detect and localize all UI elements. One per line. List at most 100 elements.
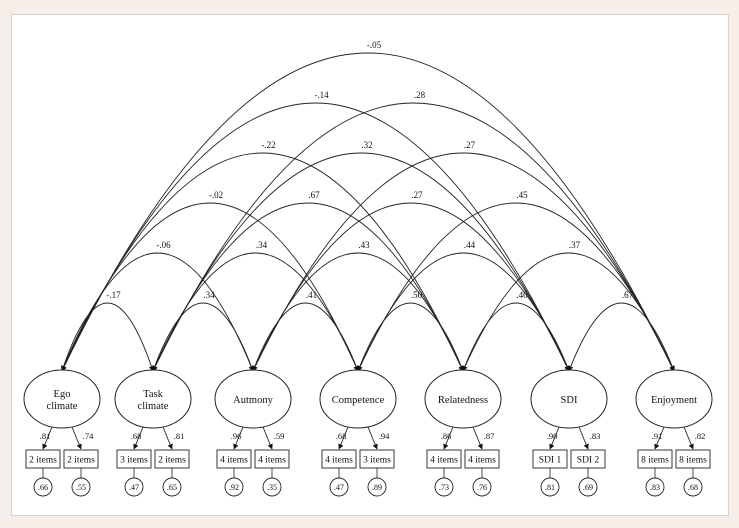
correlation-arc [252,202,570,372]
indicator-label: 2 items [29,456,57,466]
loading-arrow [262,426,273,450]
latent-factor-ellipse [635,369,713,429]
correlation-value: .32 [361,140,372,150]
correlation-value: .67 [308,190,320,200]
correlation-task-competence: .34 [152,240,359,372]
error-circle [645,477,665,497]
correlation-autonomy-sdi: .27 [252,190,570,372]
correlation-value: .28 [414,90,426,100]
correlation-value: .50 [411,290,423,300]
factor-label: Ego [54,389,71,400]
error-circle [329,477,349,497]
correlation-value: .45 [516,190,528,200]
indicator-label: 3 items [363,456,391,466]
correlation-value: .27 [464,140,476,150]
correlation-value: .34 [256,240,268,250]
error-value: .89 [372,483,382,492]
correlation-arc [60,302,155,372]
error-value: .92 [229,483,239,492]
correlation-arc [152,302,254,372]
error-value: .55 [76,483,86,492]
indicator-label: 4 items [468,456,496,466]
indicator-enjoyment-2: .828 items.68 [675,426,711,497]
correlation-relatedness-sdi: .40 [462,290,570,372]
latent-factor-ellipse [424,369,502,429]
loading-arrow [338,426,349,450]
latent-factor-ellipse [214,369,292,429]
loading-arrow [133,426,144,450]
error-circle [33,477,53,497]
indicator-label: 4 items [220,456,248,466]
correlation-task-sdi: .32 [152,140,570,372]
error-circle [540,477,560,497]
indicator-relatedness-2: .874 items.76 [464,426,500,497]
error-value: .65 [167,483,177,492]
correlation-ego-relatedness: -.22 [61,140,464,372]
error-value: .73 [439,483,449,492]
loading-arrow [42,426,53,450]
error-circle [124,477,144,497]
error-value: .83 [650,483,660,492]
factor-label: Enjoyment [651,395,697,406]
correlation-value: -.06 [156,240,171,250]
correlation-arc [152,102,675,372]
correlation-arc [252,252,464,372]
loading-value: .83 [590,431,601,441]
error-circle [71,477,91,497]
error-circle [578,477,598,497]
indicator-relatedness-1: .864 items.73 [426,426,462,497]
correlation-task-autonomy: .34 [152,290,254,372]
correlation-sdi-enjoyment: .67 [568,290,675,372]
correlation-value: .43 [358,240,370,250]
correlation-arc [357,202,675,372]
indicator-label: 4 items [430,456,458,466]
indicator-label: 3 items [120,456,148,466]
diagram-panel: -.17-.06-.02-.22-.14-.05.34.34.67.32.28.… [11,14,729,516]
factor-label: Competence [332,395,385,406]
loading-value: .81 [40,431,51,441]
indicator-label: 2 items [67,456,95,466]
correlation-value: .27 [411,190,423,200]
loading-value: .68 [131,431,142,441]
loading-arrow [71,426,82,450]
indicator-autonomy-2: .594 items.35 [254,426,290,497]
correlation-arcs: -.17-.06-.02-.22-.14-.05.34.34.67.32.28.… [60,40,675,372]
error-circle [162,477,182,497]
correlation-arc [152,152,570,372]
loading-arrow [683,426,694,450]
correlation-ego-task: -.17 [60,290,155,372]
indicator-label: 8 items [679,456,707,466]
correlation-autonomy-relatedness: .43 [252,240,464,372]
correlation-competence-sdi: .44 [357,240,570,372]
correlation-arc [252,152,675,372]
error-value: .66 [38,483,48,492]
factor-enjoyment: Enjoyment.918 items.83.828 items.68 [635,369,713,497]
correlation-value: .37 [569,240,581,250]
correlation-arc [152,202,464,372]
error-circle [262,477,282,497]
correlation-arc [61,52,675,372]
loading-arrow [233,426,244,450]
indicator-task-2: .812 items.65 [154,426,190,497]
latent-factor-ellipse [114,369,192,429]
error-circle [472,477,492,497]
correlation-value: .44 [464,240,476,250]
indicator-ego-2: .742 items.55 [63,426,99,497]
correlation-arc [252,302,359,372]
loading-arrow [443,426,454,450]
error-value: .81 [545,483,555,492]
correlation-value: .34 [203,290,215,300]
indicator-competence-1: .684 items.47 [321,426,357,497]
loading-arrow [578,426,589,450]
correlation-value: -.05 [367,40,382,50]
latent-factor-ellipse [23,369,101,429]
factor-label: Autmony [233,395,273,406]
correlation-ego-enjoyment: -.05 [61,40,675,372]
indicator-label: 4 items [325,456,353,466]
loading-arrow [472,426,483,450]
indicator-label: SDI 1 [539,456,562,466]
